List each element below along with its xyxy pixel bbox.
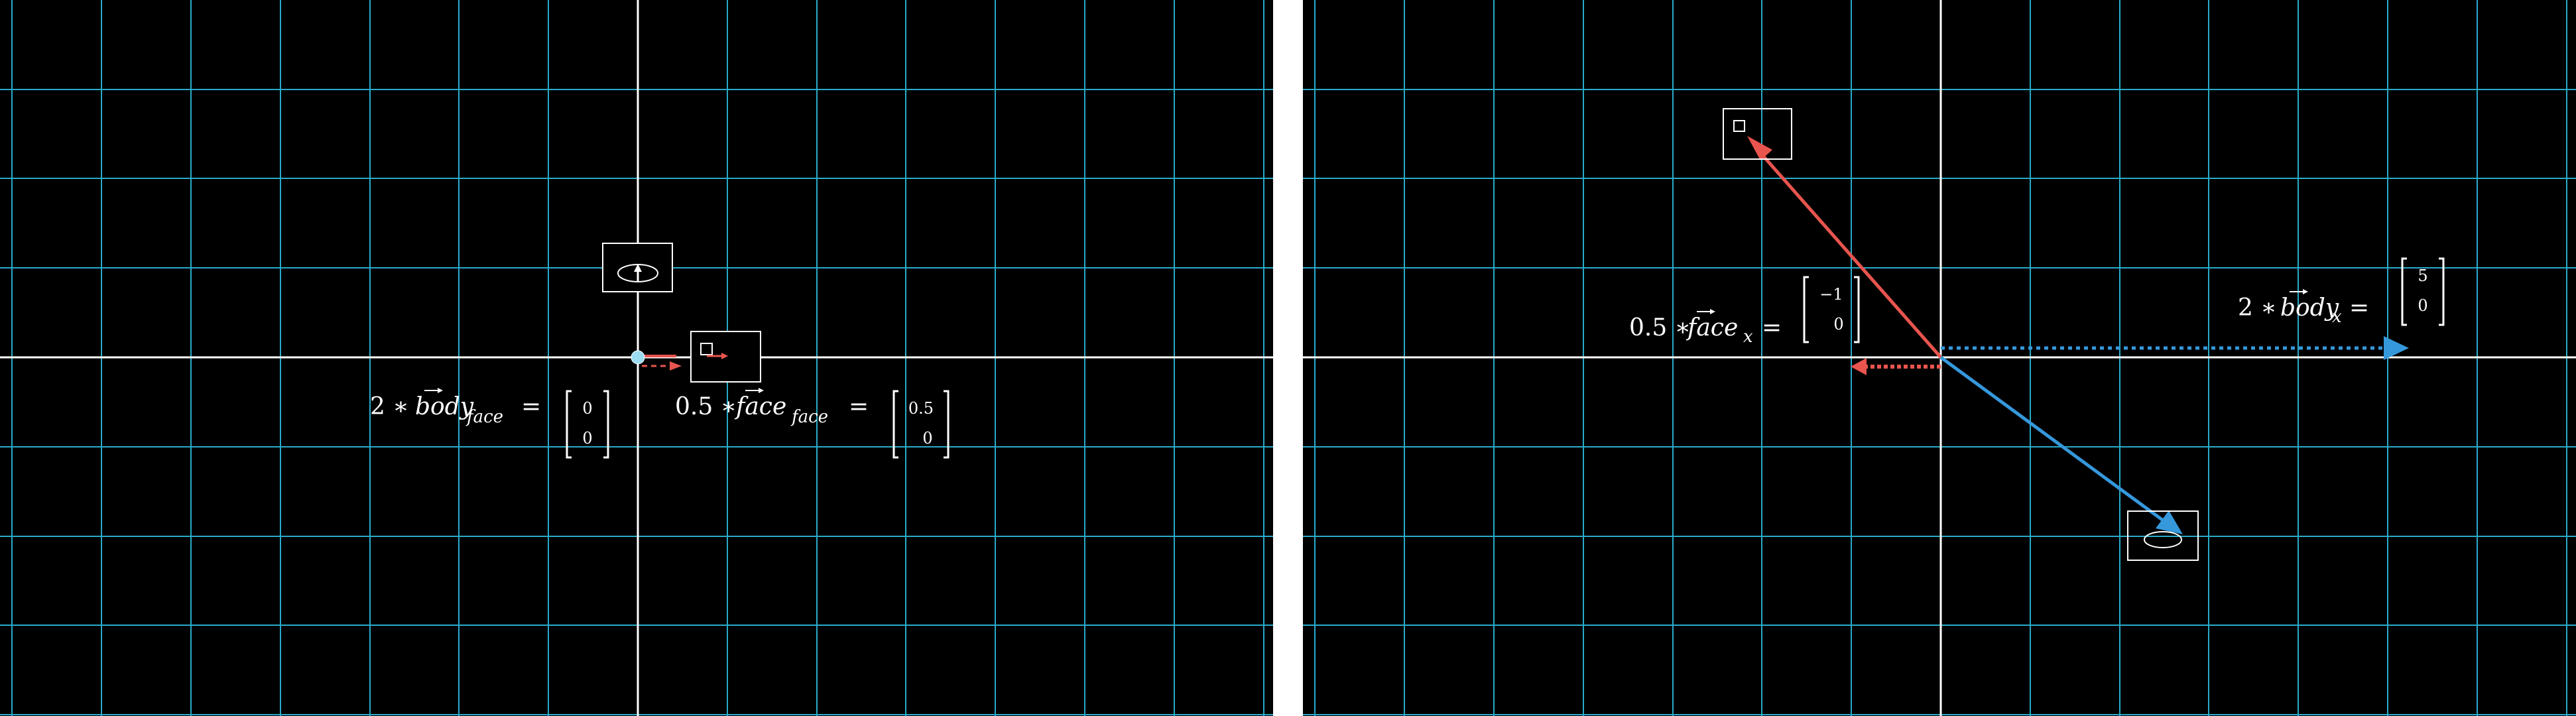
body-equation: 2 ∗ body x = 5 0 [2238, 257, 2445, 327]
left-panel: 2 ∗ body face = 0 0 0.5 ∗ face face = 0.… [0, 0, 1273, 716]
body-vector-dashed-head [2384, 336, 2409, 360]
vector-overline-head [438, 388, 443, 393]
matrix-top: 5 [2418, 267, 2427, 285]
body-base: body [2280, 294, 2339, 322]
matrix-bracket-left [566, 390, 572, 459]
matrix-bottom: 0 [582, 429, 592, 448]
body-base: body [415, 393, 474, 420]
origin-dot [631, 350, 645, 365]
matrix-top: −1 [1819, 285, 1843, 304]
square-face-icon [700, 343, 713, 355]
face-box-frame [1723, 108, 1792, 160]
matrix-bracket-right [603, 390, 609, 459]
matrix-bracket-left [1803, 276, 1809, 343]
left-diagram: 2 ∗ body face = 0 0 0.5 ∗ face face = 0.… [0, 0, 1273, 716]
body-vector-head [2156, 510, 2183, 534]
face-base: face [1686, 314, 1738, 341]
body-box-frame [2127, 510, 2199, 561]
matrix-top: 0 [582, 399, 592, 418]
face-vector-line [1756, 149, 1942, 359]
body-arrow-inside-head [634, 264, 642, 272]
face-arrow-inside-head [721, 353, 728, 359]
face-vector [642, 355, 682, 371]
body-vector [1939, 336, 2409, 534]
matrix-bottom: 0 [922, 429, 932, 448]
body-coef: 2 ∗ [370, 393, 409, 420]
matrix-top: 0.5 [908, 399, 934, 418]
face-equation: 0.5 ∗ face x = −1 0 [1629, 276, 1860, 347]
face-coef: 0.5 ∗ [1629, 314, 1691, 341]
matrix-bracket-right [944, 390, 950, 459]
matrix-bracket-right [2439, 257, 2445, 326]
face-sub: x [1743, 327, 1753, 347]
matrix-bracket-left [2401, 257, 2407, 326]
face-box [1723, 108, 1792, 160]
matrix-bottom: 0 [2418, 296, 2427, 315]
face-base: face [734, 393, 786, 420]
face-vector-dashed-head [670, 361, 682, 371]
body-box [2127, 510, 2199, 561]
body-vector-line [1939, 355, 2166, 524]
right-diagram: 0.5 ∗ face x = −1 0 2 ∗ body x = 5 0 [1303, 0, 2576, 716]
matrix-bottom: 0 [1833, 315, 1843, 333]
matrix-bracket-right [1854, 276, 1860, 343]
body-equation: 2 ∗ body face = 0 0 [370, 388, 609, 459]
vector-overline-head [759, 388, 764, 393]
face-vector-dashed-head [1851, 358, 1867, 375]
ellipse-body-icon [2144, 531, 2182, 548]
face-coef: 0.5 ∗ [675, 393, 737, 420]
body-sub: x [2332, 307, 2342, 327]
face-sub: face [790, 407, 828, 427]
face-eq: = [1762, 314, 1782, 341]
body-box [602, 243, 673, 292]
vector-overline-head [1710, 309, 1715, 314]
body-coef: 2 ∗ [2238, 294, 2277, 322]
face-box [690, 331, 761, 383]
body-sub: face [465, 407, 503, 427]
face-vector-head [1747, 136, 1772, 160]
right-panel: 0.5 ∗ face x = −1 0 2 ∗ body x = 5 0 [1303, 0, 2576, 716]
body-eq: = [2349, 294, 2369, 322]
face-vector [1747, 136, 1942, 375]
body-eq: = [521, 393, 541, 420]
vector-overline-head [2303, 289, 2308, 294]
matrix-bracket-left [892, 390, 898, 459]
square-face-icon [1733, 120, 1745, 132]
face-eq: = [849, 393, 869, 420]
face-equation: 0.5 ∗ face face = 0.5 0 [675, 388, 950, 459]
